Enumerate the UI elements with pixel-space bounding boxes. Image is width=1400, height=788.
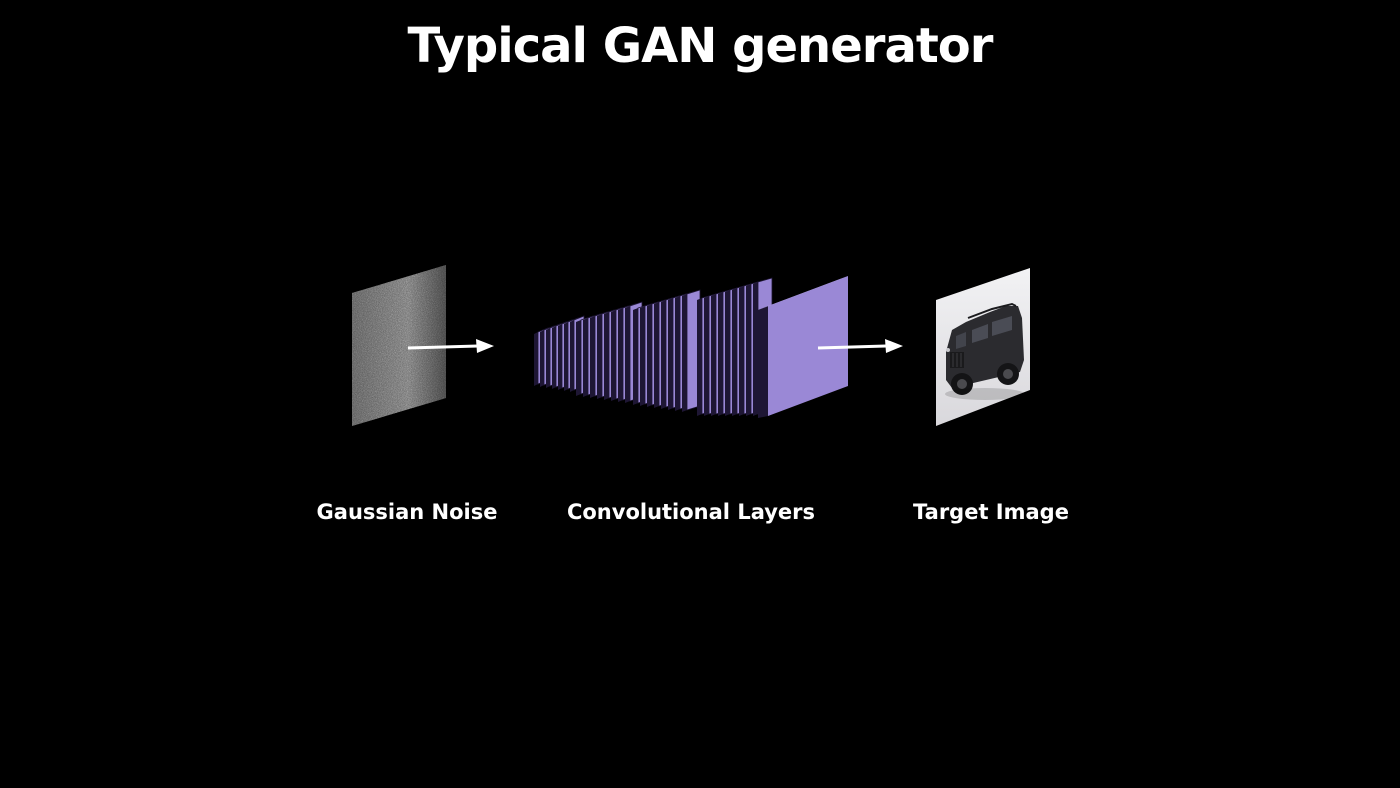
conv-layer-edge	[682, 294, 687, 412]
truck-image-icon	[936, 268, 1030, 426]
conv-layer-edge	[540, 330, 544, 387]
conv-layer-edge	[725, 290, 730, 416]
conv-layer-edge	[597, 314, 602, 399]
conv-layer-edge	[661, 300, 666, 409]
conv-layer-edge	[576, 320, 581, 396]
conv-layer-edge	[534, 332, 538, 386]
caption-convolutional-layers: Convolutional Layers	[566, 500, 816, 524]
conv-layer-final	[768, 276, 848, 416]
conv-layer-edge	[633, 308, 638, 405]
conv-layer-top	[758, 276, 848, 310]
conv-layer-edge	[697, 298, 702, 416]
conv-layer-edge	[618, 308, 623, 402]
conv-layer-edge	[570, 320, 574, 392]
arrow-layers-to-target-icon	[817, 339, 903, 353]
conv-layer-edge	[583, 318, 588, 397]
conv-layer-edge	[704, 296, 709, 416]
conv-layer-edge	[711, 294, 716, 416]
diagram-title: Typical GAN generator	[407, 18, 994, 74]
conv-layer-edge	[647, 304, 652, 407]
caption-gaussian-noise: Gaussian Noise	[316, 500, 498, 524]
conv-layer-edge	[654, 302, 659, 408]
conv-layer-edge	[564, 322, 568, 391]
noise-image-icon	[352, 265, 446, 426]
conv-layer-edge	[590, 316, 595, 398]
conv-layer-edge	[625, 306, 630, 403]
arrow-noise-to-layers-icon	[407, 339, 494, 353]
conv-layer-edge	[753, 282, 758, 416]
conv-layer-edge	[675, 296, 680, 411]
conv-layer-edge	[611, 310, 616, 401]
conv-layer-edge	[758, 306, 768, 418]
conv-layer-edge	[640, 306, 645, 406]
caption-target-image: Target Image	[913, 500, 1069, 524]
conv-layer-edge	[739, 286, 744, 416]
conv-layer-edge	[552, 326, 556, 389]
conv-layer-edge	[546, 328, 550, 388]
conv-layer-edge	[558, 324, 562, 390]
conv-layer-edge	[718, 292, 723, 416]
conv-layer-edge	[668, 298, 673, 410]
conv-layer-edge	[604, 312, 609, 400]
layer-stack-icon	[534, 276, 848, 418]
conv-layer-edge	[746, 284, 751, 416]
conv-layer-edge	[732, 288, 737, 416]
